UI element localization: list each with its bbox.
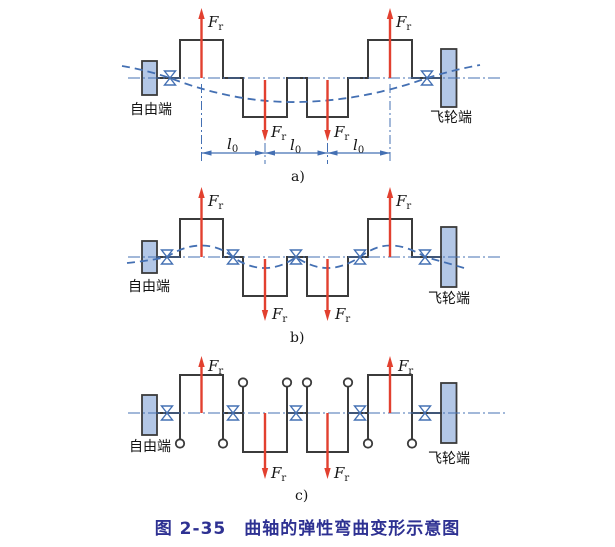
- force-label: Fr: [334, 305, 350, 325]
- force-arrow-up: [386, 356, 394, 413]
- force-arrow-down: [261, 413, 269, 479]
- subfigure-label: b): [290, 330, 304, 346]
- force-arrow-up: [198, 187, 205, 257]
- force-label: Fr: [333, 123, 349, 143]
- pin-joint-icon: [237, 377, 249, 388]
- crankshaft-deformation-figure: Fr Fr Fr Fr l0 l0 l0 自由端 飞轮端 a): [121, 8, 505, 504]
- force-arrow-down: [324, 413, 331, 479]
- free-end-label: 自由端: [130, 102, 172, 118]
- force-arrow-down: [324, 259, 331, 321]
- dimension-arrowhead: [327, 150, 338, 156]
- flywheel-end-label: 飞轮端: [428, 451, 470, 467]
- force-arrow-up: [386, 8, 394, 78]
- deflection-curve: [121, 64, 481, 103]
- dimension-arrowhead: [317, 150, 328, 156]
- diagram-c: Fr Fr Fr Fr 自由端 飞轮端 c): [128, 356, 505, 504]
- deflection-curve: [126, 244, 465, 269]
- pin-joint-icon: [406, 438, 418, 449]
- caption-figure-number: 图 2-35: [154, 519, 227, 539]
- force-label: Fr: [397, 357, 413, 377]
- force-arrow-down: [261, 80, 269, 141]
- dimension-arrowhead: [201, 150, 212, 156]
- bearing-support-icon: [160, 405, 174, 421]
- force-label: Fr: [271, 305, 287, 325]
- dimension-label: l0: [353, 136, 364, 156]
- diagram-b: Fr Fr Fr Fr 自由端 飞轮端 b): [126, 187, 500, 346]
- subfigure-label: c): [295, 488, 308, 504]
- dimension-arrowhead: [380, 150, 390, 156]
- dimension-arrowhead: [265, 150, 275, 156]
- free-end-label: 自由端: [129, 439, 171, 455]
- figure-caption: 图 2-35 曲轴的弹性弯曲变形示意图: [0, 514, 615, 539]
- force-label: Fr: [333, 464, 349, 484]
- dimension-label: l0: [290, 136, 301, 156]
- force-arrow-up: [386, 187, 394, 257]
- force-label: Fr: [207, 357, 223, 377]
- flywheel-end-label: 飞轮端: [428, 291, 470, 307]
- dimension-label: l0: [227, 135, 238, 155]
- force-label: Fr: [207, 13, 223, 33]
- dimension-arrowhead: [255, 150, 265, 156]
- diagram-a: Fr Fr Fr Fr l0 l0 l0 自由端 飞轮端 a): [121, 8, 500, 185]
- force-arrow-down: [261, 259, 269, 321]
- pin-joint-icon: [362, 438, 374, 449]
- caption-title: 曲轴的弹性弯曲变形示意图: [244, 519, 461, 539]
- force-label: Fr: [270, 123, 286, 143]
- force-label: Fr: [207, 192, 223, 212]
- force-arrow-up: [198, 356, 205, 413]
- force-arrow-down: [324, 80, 331, 141]
- pin-joint-icon: [174, 438, 186, 449]
- free-end-block: [141, 394, 158, 436]
- flywheel-end-label: 飞轮端: [430, 110, 472, 126]
- subfigure-label: a): [291, 169, 305, 185]
- pin-joint-icon: [217, 438, 229, 449]
- pin-joint-icon: [342, 377, 354, 388]
- force-label: Fr: [395, 13, 411, 33]
- force-label: Fr: [270, 464, 286, 484]
- free-end-label: 自由端: [128, 279, 170, 295]
- pin-joint-icon: [281, 377, 293, 388]
- force-label: Fr: [395, 192, 411, 212]
- force-arrow-up: [198, 8, 205, 78]
- pin-joint-icon: [301, 377, 313, 388]
